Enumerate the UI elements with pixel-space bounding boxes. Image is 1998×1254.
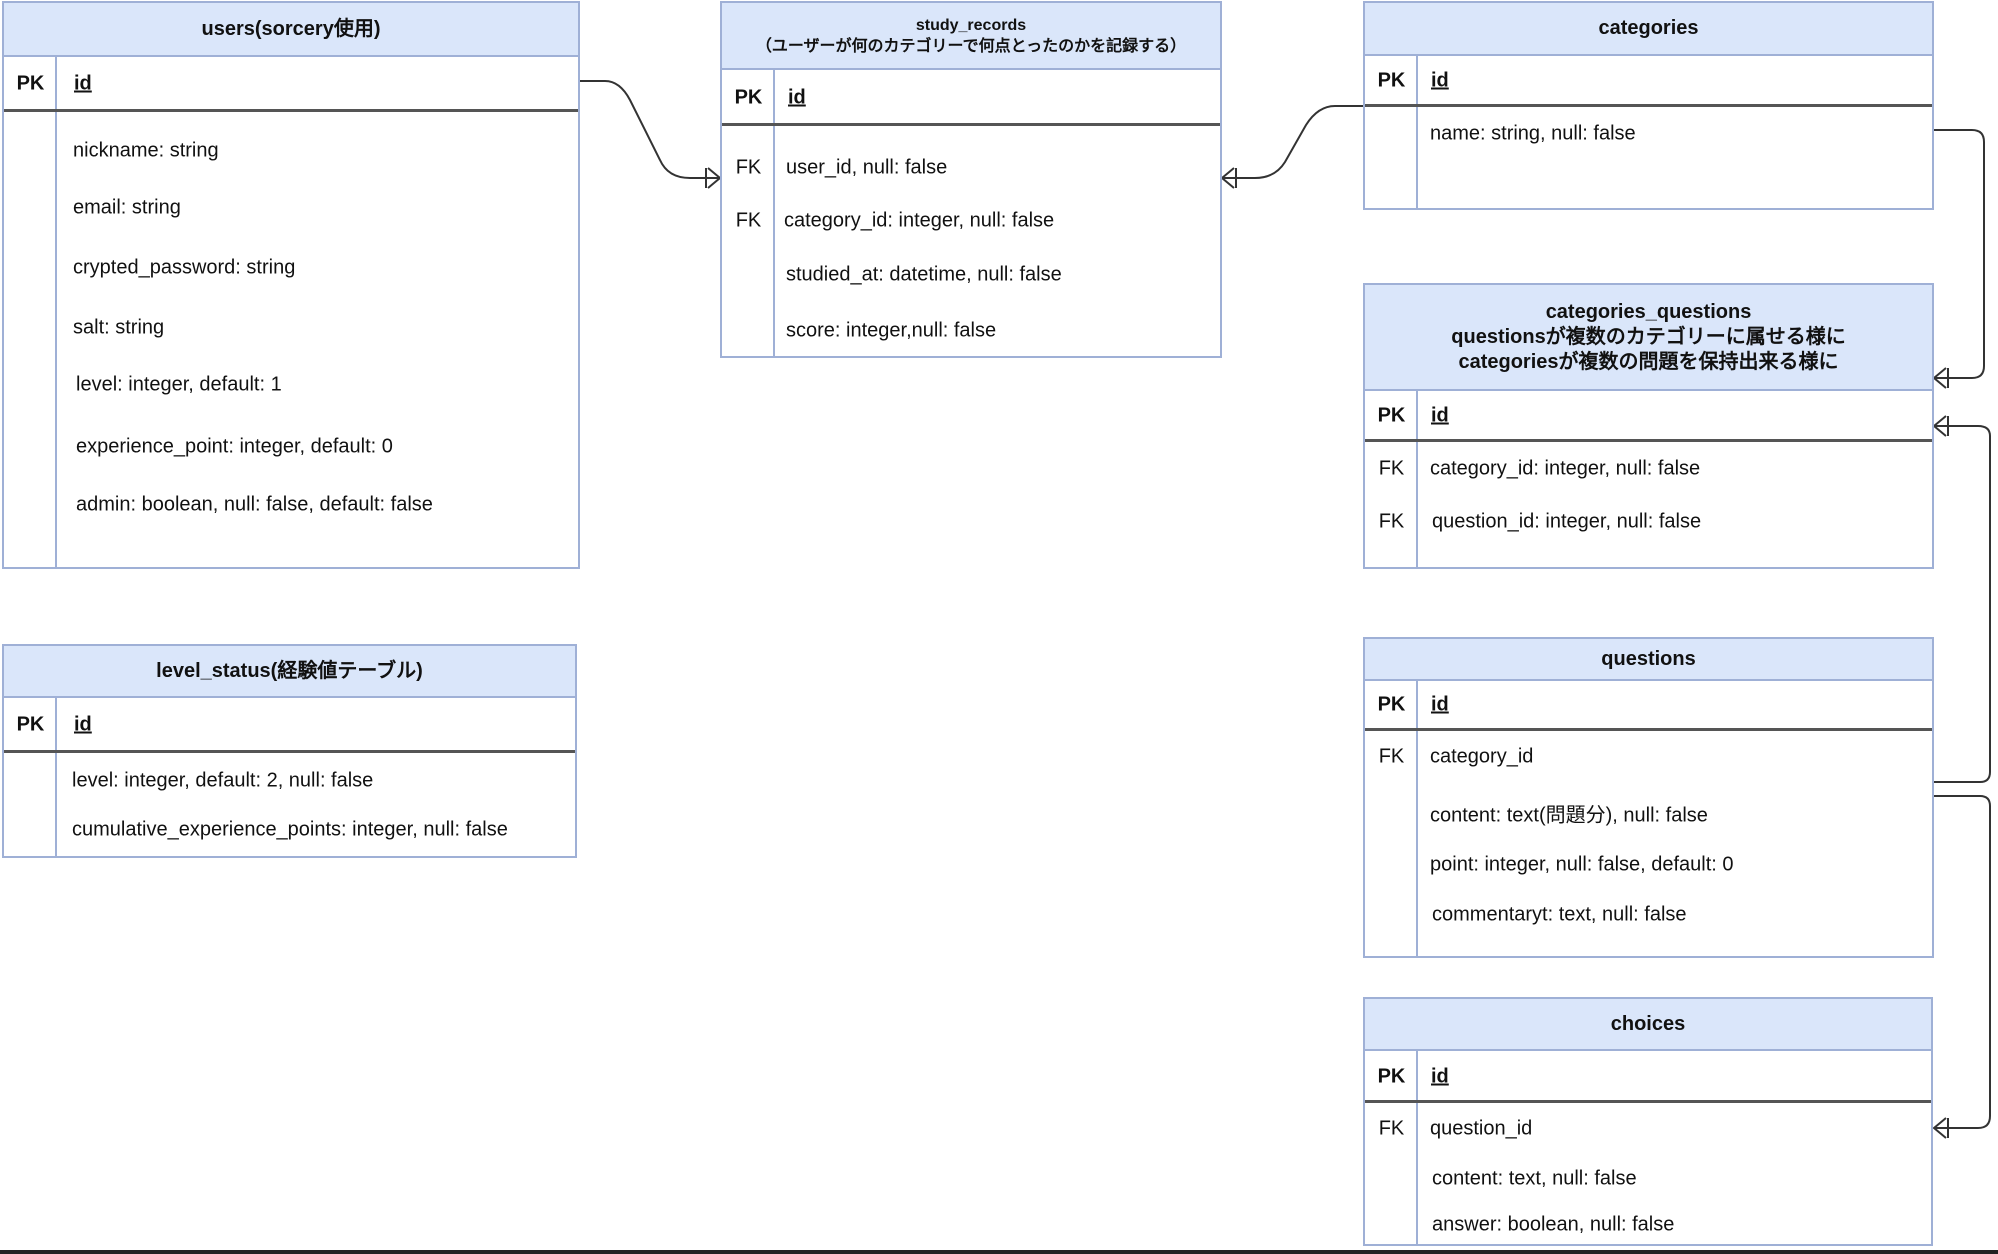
study-records-field: score: integer,null: false [786, 319, 997, 342]
categories-table[interactable]: categories PK id name: string, null: fal… [1363, 1, 1934, 210]
categories-pk-label: PK [1377, 69, 1406, 92]
study-records-fk-label: FK [735, 209, 762, 232]
choices-field: answer: boolean, null: false [1432, 1213, 1675, 1236]
choices-field: content: text, null: false [1432, 1167, 1637, 1190]
choices-field: question_id [1430, 1117, 1533, 1140]
study-records-pk-field: id [788, 86, 806, 109]
level-status-pk-label: PK [16, 713, 45, 736]
categories-field: name: string, null: false [1430, 122, 1636, 145]
crowfoot-categories-questions-categories [1932, 367, 1949, 389]
categories-questions-note: categoriesが複数の問題を保持出来る様に [1458, 350, 1839, 373]
users-pk-field: id [74, 72, 92, 95]
users-pk-divider [4, 109, 578, 112]
study-records-field: category_id: integer, null: false [784, 209, 1055, 232]
study-records-table[interactable]: study_records （ユーザーが何のカテゴリーで何点とったのかを記録する… [720, 1, 1222, 358]
questions-table-header: questions [1365, 639, 1932, 681]
level-status-table-header: level_status(経験値テーブル) [4, 646, 575, 698]
users-table[interactable]: users(sorcery使用) PK id nickname: string … [2, 1, 580, 569]
questions-table[interactable]: questions PK id FK category_id content: … [1363, 637, 1934, 958]
connector-questions-choices [1934, 795, 1991, 1129]
connector-questions-categories-questions [1934, 425, 1991, 783]
questions-field: commentaryt: text, null: false [1432, 903, 1687, 926]
study-records-subtitle: （ユーザーが何のカテゴリーで何点とったのかを記録する） [755, 37, 1187, 55]
categories-questions-pk-divider [1365, 439, 1932, 442]
categories-pk-field: id [1431, 69, 1449, 92]
study-records-key-column [722, 70, 775, 356]
categories-questions-note: questionsが複数のカテゴリーに属せる様に [1451, 325, 1846, 348]
users-pk-label: PK [16, 72, 45, 95]
crowfoot-choices-questions [1932, 1117, 1949, 1139]
questions-key-column [1365, 681, 1418, 956]
categories-questions-pk-field: id [1431, 404, 1449, 427]
users-field: email: string [73, 196, 181, 219]
level-status-pk-divider [4, 750, 575, 753]
users-table-header: users(sorcery使用) [4, 3, 578, 57]
categories-table-header: categories [1365, 3, 1932, 56]
users-field: experience_point: integer, default: 0 [76, 435, 393, 458]
categories-questions-fk-label: FK [1378, 510, 1405, 533]
level-status-pk-field: id [74, 713, 92, 736]
users-field: level: integer, default: 1 [76, 373, 282, 396]
categories-questions-pk-label: PK [1377, 404, 1406, 427]
level-status-table[interactable]: level_status(経験値テーブル) PK id level: integ… [2, 644, 577, 858]
page-bottom-border [0, 1250, 1998, 1254]
users-field: admin: boolean, null: false, default: fa… [76, 493, 433, 516]
choices-table-header: choices [1365, 999, 1931, 1051]
categories-table-title: categories [1598, 17, 1699, 39]
questions-field: point: integer, null: false, default: 0 [1430, 853, 1734, 876]
study-records-pk-label: PK [734, 86, 763, 109]
questions-pk-field: id [1431, 693, 1449, 716]
choices-table-title: choices [1610, 1012, 1686, 1035]
categories-questions-fk-label: FK [1378, 457, 1405, 480]
users-field: nickname: string [73, 139, 219, 162]
questions-field: content: text(問題分), null: false [1430, 804, 1708, 827]
users-field: crypted_password: string [73, 256, 296, 279]
connector-categories-categories-questions [1934, 129, 1985, 379]
level-status-field: level: integer, default: 2, null: false [72, 769, 374, 792]
choices-pk-field: id [1431, 1065, 1449, 1088]
choices-pk-divider [1365, 1100, 1931, 1103]
choices-pk-label: PK [1377, 1065, 1406, 1088]
crowfoot-study-records-categories [1220, 167, 1237, 189]
study-records-field: user_id, null: false [786, 156, 948, 179]
questions-pk-divider [1365, 728, 1932, 731]
categories-questions-title: categories_questions [1545, 300, 1752, 323]
users-field: salt: string [73, 316, 165, 339]
study-records-field: studied_at: datetime, null: false [786, 263, 1062, 286]
categories-pk-divider [1365, 104, 1932, 107]
study-records-table-header: study_records （ユーザーが何のカテゴリーで何点とったのかを記録する… [722, 3, 1220, 70]
level-status-field: cumulative_experience_points: integer, n… [72, 818, 508, 841]
questions-field: category_id [1430, 745, 1534, 768]
users-key-column [4, 57, 57, 567]
categories-questions-field: question_id: integer, null: false [1432, 510, 1702, 533]
choices-table[interactable]: choices PK id FK question_id content: te… [1363, 997, 1933, 1246]
connector-categories-study-records [1222, 105, 1363, 179]
study-records-title: study_records [915, 16, 1027, 34]
categories-questions-field: category_id: integer, null: false [1430, 457, 1701, 480]
level-status-key-column [4, 698, 57, 856]
study-records-fk-label: FK [735, 156, 762, 179]
questions-table-title: questions [1601, 647, 1696, 670]
choices-fk-label: FK [1378, 1117, 1405, 1140]
categories-questions-table[interactable]: categories_questions questionsが複数のカテゴリーに… [1363, 283, 1934, 569]
questions-fk-label: FK [1378, 745, 1405, 768]
level-status-table-title: level_status(経験値テーブル) [156, 659, 423, 682]
categories-questions-table-header: categories_questions questionsが複数のカテゴリーに… [1365, 285, 1932, 391]
categories-questions-key-column [1365, 391, 1418, 567]
categories-key-column [1365, 56, 1418, 208]
choices-key-column [1365, 1051, 1418, 1244]
users-table-title: users(sorcery使用) [201, 17, 381, 40]
connector-users-study-records [580, 80, 720, 179]
crowfoot-categories-questions-questions [1932, 415, 1949, 437]
questions-pk-label: PK [1377, 693, 1406, 716]
study-records-pk-divider [722, 123, 1220, 126]
